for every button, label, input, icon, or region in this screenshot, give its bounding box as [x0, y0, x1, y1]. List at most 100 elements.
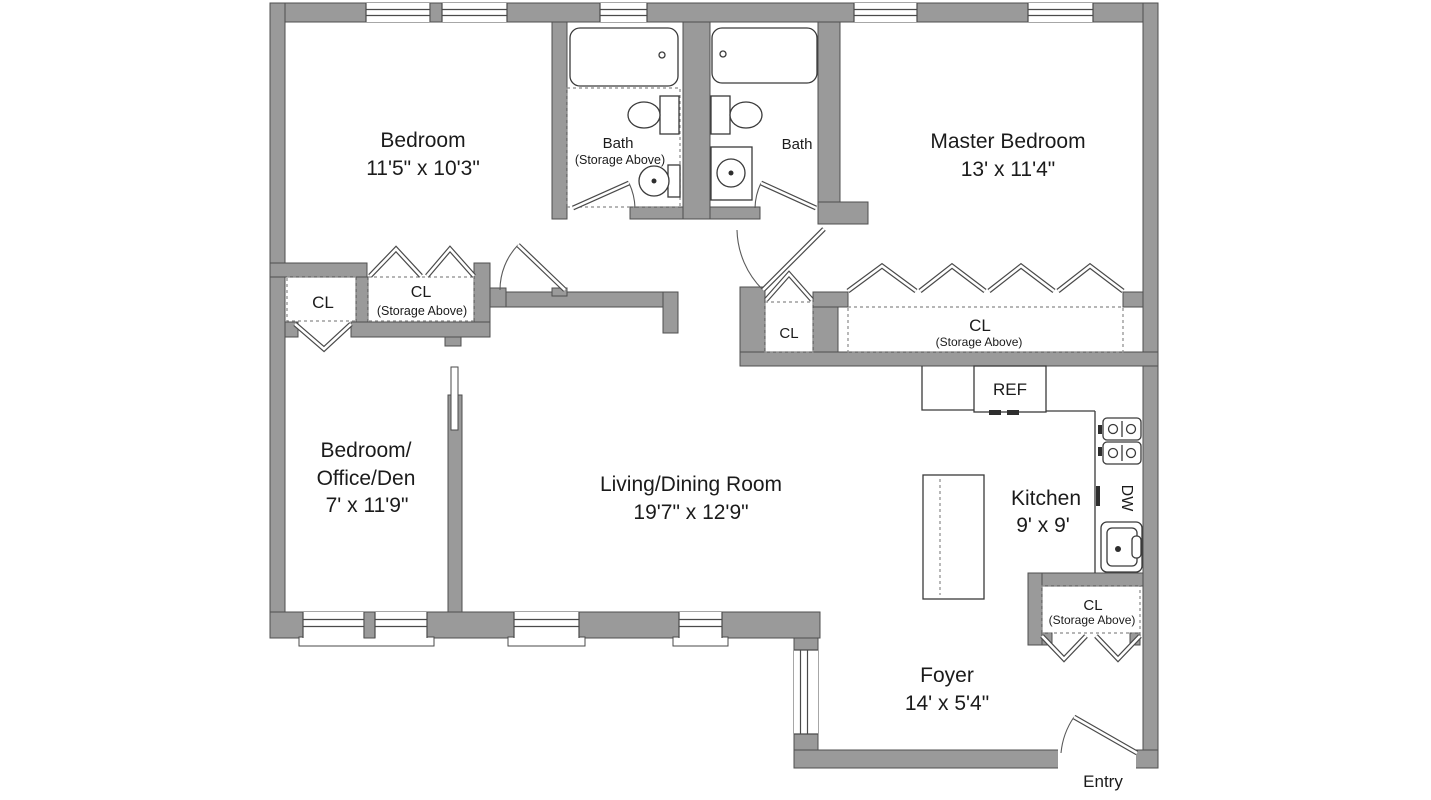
burner-3: [1107, 447, 1119, 459]
entry-door-leaf-inner: [1073, 715, 1138, 755]
cl-foyer-bifold-1-inner: [1041, 635, 1087, 661]
wall-cl-foyer-top: [1027, 572, 1144, 587]
window-office-2: [374, 612, 428, 638]
wall-cl-foyer-left: [1027, 572, 1043, 646]
cl-master-bifold-2: [918, 262, 987, 293]
cl-bedroom-main-bifold-1: [368, 245, 423, 278]
cl-master-bifold-1-inner: [847, 264, 917, 293]
wall-divider-tab: [444, 336, 462, 347]
master-door-leaf-inner: [762, 228, 825, 291]
window-bath1: [599, 3, 648, 22]
bath2-door-arc: [754, 182, 762, 209]
kitchen-counter-right: [1046, 410, 1096, 573]
bath1-fixtures: [569, 27, 681, 198]
room-labels: Bedroom 11'5" x 10'3" Bath (Storage Abov…: [312, 129, 1135, 791]
wall-right: [1142, 2, 1159, 769]
bath1-label: Bath: [603, 135, 634, 152]
cl-master-bifold-1: [846, 262, 918, 294]
sink-1-counter: [667, 164, 681, 198]
toilet-1-bowl: [627, 101, 661, 129]
toilet-2-bowl: [729, 101, 763, 129]
bath1-door-leaf-inner: [572, 181, 630, 210]
master-bedroom-label: Master Bedroom: [930, 130, 1085, 153]
closet-hall-outline: [764, 301, 814, 353]
window-sill-3: [672, 636, 729, 647]
cl-bedroom-left-label: CL: [312, 293, 334, 312]
cl-foyer-bifold-1: [1040, 634, 1088, 663]
cl-master-bifold-4-inner: [1057, 264, 1124, 293]
living-dining-dims: 19'7" x 12'9": [633, 501, 748, 524]
cl-foyer-note: (Storage Above): [1049, 613, 1136, 627]
kitchen-dims: 9' x 9': [1016, 514, 1070, 537]
office-dims: 7' x 11'9": [326, 494, 409, 517]
wall-bedroom-bottom: [269, 262, 368, 278]
wall-cl2-right: [473, 262, 491, 323]
cl-master-label: CL: [969, 316, 991, 335]
office-label-line2: Office/Den: [317, 467, 416, 490]
window-master-2: [1027, 3, 1094, 22]
bedroom-dims: 11'5" x 10'3": [366, 157, 480, 180]
cl-master-bifold-2-inner: [919, 264, 986, 293]
window-mullion-bottom: [363, 611, 376, 639]
bath1-storage-outline: [566, 87, 681, 208]
dishwasher-label: DW: [1118, 485, 1135, 513]
burner-1: [1107, 423, 1119, 435]
cl-bedroom-main-bifold-1-inner: [369, 247, 422, 277]
kitchen-fixtures: [921, 365, 1143, 600]
kitchen-sink-ledge: [1131, 535, 1142, 559]
sink-2-drain: [728, 170, 734, 176]
closet-bedroom-left-outline: [286, 276, 357, 322]
foyer-dims: 14' x 5'4": [905, 692, 989, 715]
refrigerator-box: [973, 365, 1047, 413]
window-mullion-top: [429, 2, 443, 23]
cl-foyer-label: CL: [1083, 597, 1102, 614]
bath1-door-arc: [628, 182, 636, 209]
refrigerator-label: REF: [993, 380, 1027, 399]
cl-bedroom-main-bifold-2-inner: [426, 247, 475, 277]
cl-bedroom-left-bifold: [293, 322, 353, 353]
bedroom-door-arc: [499, 244, 519, 291]
entry-label: Entry: [1083, 772, 1123, 791]
window-living-1: [513, 612, 580, 638]
cl-master-note: (Storage Above): [936, 335, 1023, 349]
stove-knob-1: [1098, 425, 1102, 434]
master-door-arc: [736, 229, 764, 291]
bathtub-1: [569, 27, 679, 87]
wall-left: [269, 2, 286, 639]
cl-master-bifold-4: [1056, 262, 1125, 293]
office-label-line1: Bedroom/: [320, 439, 411, 462]
bedroom-door-leaf-inner: [517, 244, 566, 291]
wall-corridor: [489, 291, 679, 308]
cl-hall-label: CL: [779, 325, 798, 342]
window-foyer: [794, 649, 818, 735]
bath1-note: (Storage Above): [575, 153, 665, 167]
closet-foyer-outline: [1041, 585, 1141, 634]
wall-bath1-bottom: [629, 206, 684, 220]
wall-bath2-right: [817, 21, 841, 225]
bath2-door-leaf-inner: [760, 181, 817, 210]
cl-master-bifold-3: [987, 262, 1056, 293]
wall-cl-master-cap: [812, 291, 849, 308]
bathtub-2-drain: [719, 50, 727, 58]
wall-corridor-stub: [662, 291, 679, 334]
kitchen-sink-drain: [1115, 546, 1121, 552]
cl-bedroom-main-label: CL: [411, 284, 432, 301]
bath2-fixtures: [710, 27, 818, 201]
burner-2: [1125, 423, 1137, 435]
window-bedroom-1: [365, 3, 431, 22]
cl-master-bifold-3-inner: [988, 264, 1055, 293]
window-master-1: [853, 3, 918, 22]
entry-opening: [1058, 748, 1136, 770]
kitchen-counter-left: [921, 366, 974, 411]
window-living-2: [678, 612, 723, 638]
living-dining-label: Living/Dining Room: [600, 473, 782, 496]
window-sill-2: [507, 636, 586, 647]
stove-knob-2: [1098, 447, 1102, 456]
bathtub-1-drain: [658, 51, 666, 59]
master-bedroom-dims: 13' x 11'4": [961, 158, 1055, 181]
island-counter: [922, 474, 985, 600]
foyer-label: Foyer: [920, 664, 974, 687]
wall-bath1-left: [551, 21, 568, 220]
walls: [269, 2, 1159, 769]
